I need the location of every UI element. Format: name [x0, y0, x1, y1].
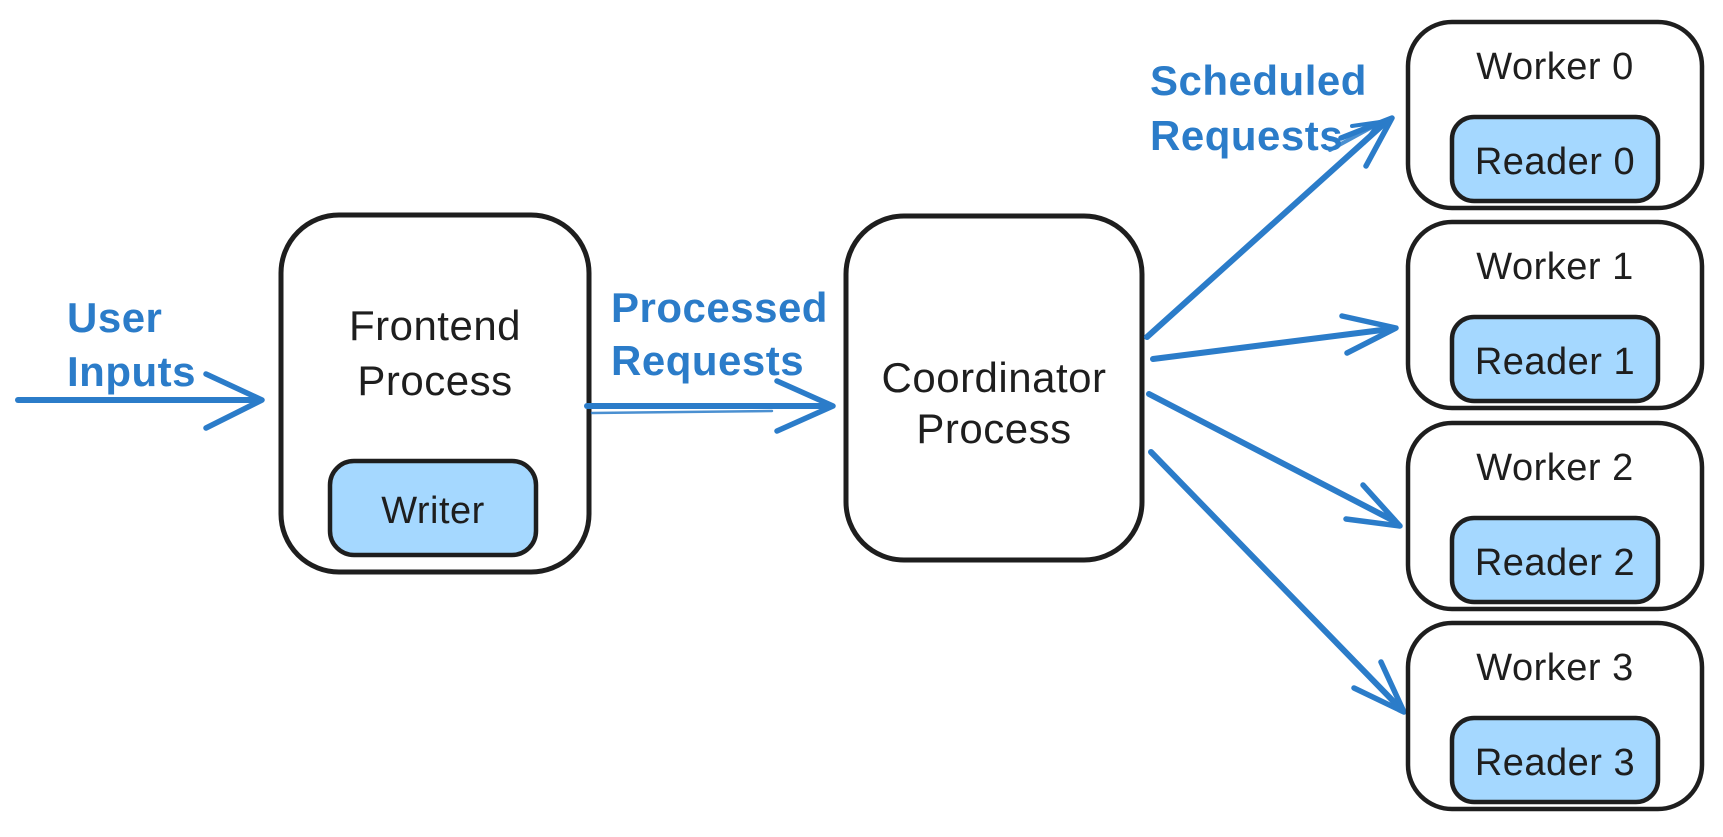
worker-2-title: Worker 2 [1476, 447, 1633, 489]
processed-requests-arrow-head-icon [774, 378, 836, 434]
worker-1-node: Worker 1 Reader 1 [1405, 219, 1705, 411]
scheduled-requests-label-group: Scheduled Requests [1150, 57, 1382, 159]
coordinator-title-line1: Coordinator [882, 354, 1107, 401]
user-inputs-flow: User Inputs [15, 294, 265, 431]
frontend-process-node: Frontend Process Writer [278, 212, 592, 575]
worker-0-node: Worker 0 Reader 0 [1405, 19, 1705, 211]
worker-0-title: Worker 0 [1476, 46, 1633, 88]
arrow-to-worker-0-head-icon [1338, 115, 1395, 169]
reader-0-label: Reader 0 [1475, 141, 1635, 183]
worker-2-node: Worker 2 Reader 2 [1405, 420, 1705, 612]
processed-requests-flow: Processed Requests [584, 284, 836, 434]
arrow-to-worker-2-head-icon [1343, 482, 1403, 529]
coordinator-process-node: Coordinator Process [843, 213, 1145, 563]
writer-label: Writer [381, 490, 485, 532]
arrow-to-worker-1-shaft [1150, 326, 1393, 362]
reader-1-box [1449, 314, 1661, 404]
reader-3-box [1449, 715, 1661, 805]
worker-1-title: Worker 1 [1476, 246, 1633, 288]
coordinator-process-box [843, 213, 1145, 563]
reader-2-label: Reader 2 [1475, 542, 1635, 584]
worker-3-title: Worker 3 [1476, 647, 1633, 689]
scheduled-requests-arrows [1144, 115, 1407, 715]
processed-requests-label-line1: Processed [611, 284, 828, 331]
arrow-to-worker-3-head-icon [1351, 659, 1407, 715]
reader-3-label: Reader 3 [1475, 742, 1635, 784]
arrow-to-worker-1-head-icon [1339, 313, 1399, 356]
frontend-title-line2: Process [357, 357, 512, 404]
user-inputs-label-line2: Inputs [67, 348, 196, 395]
frontend-title-line1: Frontend [349, 302, 521, 349]
reader-0-box [1449, 114, 1661, 204]
scheduled-requests-label-line1: Scheduled [1150, 57, 1367, 104]
user-inputs-arrow-head-icon [203, 371, 265, 431]
processed-requests-label-line2: Requests [611, 337, 804, 384]
scheduled-requests-label-line2: Requests [1150, 112, 1343, 159]
worker-3-node: Worker 3 Reader 3 [1405, 620, 1705, 812]
arrow-to-worker-0-shaft [1144, 119, 1389, 340]
reader-1-label: Reader 1 [1475, 341, 1635, 383]
arrow-to-worker-2-shaft [1146, 391, 1397, 524]
reader-2-box [1449, 515, 1661, 605]
user-inputs-label-line1: User [67, 294, 162, 341]
arrow-to-worker-3-shaft [1148, 449, 1401, 709]
writer-box [327, 458, 539, 558]
processed-requests-arrow-sketch [590, 409, 774, 415]
coordinator-title-line2: Process [916, 405, 1071, 452]
